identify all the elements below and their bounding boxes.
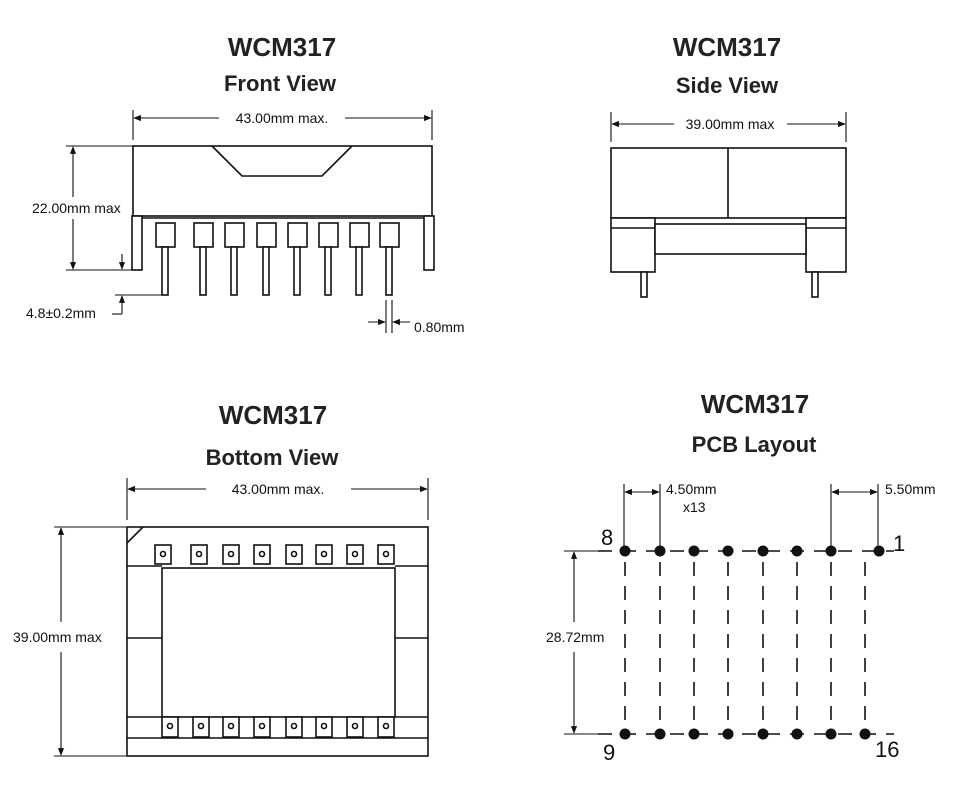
bottom-pad xyxy=(377,544,395,565)
front-pin xyxy=(193,222,214,296)
bottom-pad xyxy=(222,716,240,738)
pcb-hole xyxy=(654,545,666,557)
front-pin xyxy=(287,222,308,296)
front-pin-width-label: 0.80mm xyxy=(414,319,465,335)
pcb-pitch-count: x13 xyxy=(683,499,706,515)
pcb-pin-9-label: 9 xyxy=(603,740,615,765)
pcb-hole xyxy=(859,728,871,740)
front-view: WCM317 Front View 43.00mm max. xyxy=(26,32,465,335)
pcb-layout-title: WCM317 xyxy=(701,389,809,419)
pcb-hole xyxy=(688,545,700,557)
bottom-view-title: WCM317 xyxy=(219,400,327,430)
side-view-title: WCM317 xyxy=(673,32,781,62)
pcb-layout: WCM317 PCB Layout 4.50mm x13 5.50mm 28.7… xyxy=(546,389,936,765)
pcb-row-label: 28.72mm xyxy=(546,629,604,645)
front-leg-right xyxy=(423,215,435,271)
bottom-width-label: 43.00mm max. xyxy=(232,481,325,497)
pcb-hole xyxy=(619,545,631,557)
pcb-hole xyxy=(722,545,734,557)
bottom-pads-top xyxy=(154,544,395,565)
pcb-hole xyxy=(825,728,837,740)
pcb-hole xyxy=(757,728,769,740)
bottom-pad xyxy=(154,544,172,565)
side-width-label: 39.00mm max xyxy=(686,116,775,132)
pcb-pin-16-label: 16 xyxy=(875,737,899,762)
bottom-pad xyxy=(161,716,179,738)
bottom-pad xyxy=(222,544,240,565)
pcb-hole xyxy=(654,728,666,740)
side-foot-left xyxy=(610,217,656,273)
pcb-edge-label: 5.50mm xyxy=(885,481,936,497)
bottom-pad xyxy=(346,544,364,565)
pcb-hole xyxy=(825,545,837,557)
front-pin xyxy=(318,222,339,296)
pcb-pin-1-label: 1 xyxy=(893,531,905,556)
pcb-hole xyxy=(757,545,769,557)
side-pin-left xyxy=(640,271,648,298)
pcb-hole xyxy=(791,728,803,740)
front-pins xyxy=(155,222,400,296)
pcb-pin-8-label: 8 xyxy=(601,525,613,550)
pcb-pitch-label: 4.50mm xyxy=(666,481,717,497)
front-standoff-label: 4.8±0.2mm xyxy=(26,305,96,321)
bottom-pad xyxy=(253,544,271,565)
front-width-label: 43.00mm max. xyxy=(236,110,329,126)
pcb-hole xyxy=(722,728,734,740)
side-pin-right xyxy=(811,271,819,298)
side-foot-right xyxy=(805,217,847,273)
bottom-view-subtitle: Bottom View xyxy=(206,445,340,470)
pcb-hole xyxy=(619,728,631,740)
pcb-holes-bottom xyxy=(619,728,871,740)
front-pin xyxy=(379,222,400,296)
front-pin xyxy=(224,222,245,296)
pcb-layout-subtitle: PCB Layout xyxy=(692,432,817,457)
bottom-orientation-mark xyxy=(126,526,144,544)
front-height-label: 22.00mm max xyxy=(32,200,121,216)
front-view-title: WCM317 xyxy=(228,32,336,62)
pcb-holes-top xyxy=(619,545,885,557)
bottom-pads-bottom xyxy=(161,716,395,738)
bottom-height-label: 39.00mm max xyxy=(13,629,102,645)
bottom-center-window xyxy=(161,567,396,718)
bottom-pad xyxy=(315,544,333,565)
front-body-recess xyxy=(211,145,353,177)
front-pin xyxy=(155,222,176,296)
bottom-pad xyxy=(192,716,210,738)
bottom-pad xyxy=(285,544,303,565)
pcb-hole xyxy=(688,728,700,740)
side-view-subtitle: Side View xyxy=(676,73,779,98)
bottom-pad xyxy=(190,544,208,565)
front-pin xyxy=(349,222,370,296)
bottom-pad xyxy=(285,716,303,738)
bottom-pad xyxy=(377,716,395,738)
side-base xyxy=(654,223,807,255)
bottom-view: WCM317 Bottom View 43.00mm max. xyxy=(13,400,429,757)
pcb-column-centerlines xyxy=(624,562,866,725)
bottom-pad xyxy=(253,716,271,738)
front-pin xyxy=(256,222,277,296)
front-body xyxy=(132,145,433,217)
pcb-hole xyxy=(791,545,803,557)
bottom-pad xyxy=(315,716,333,738)
front-leg-left xyxy=(131,215,143,271)
side-view: WCM317 Side View 39.00mm max xyxy=(610,32,847,298)
pcb-hole xyxy=(873,545,885,557)
bottom-pad xyxy=(346,716,364,738)
front-view-subtitle: Front View xyxy=(224,71,337,96)
